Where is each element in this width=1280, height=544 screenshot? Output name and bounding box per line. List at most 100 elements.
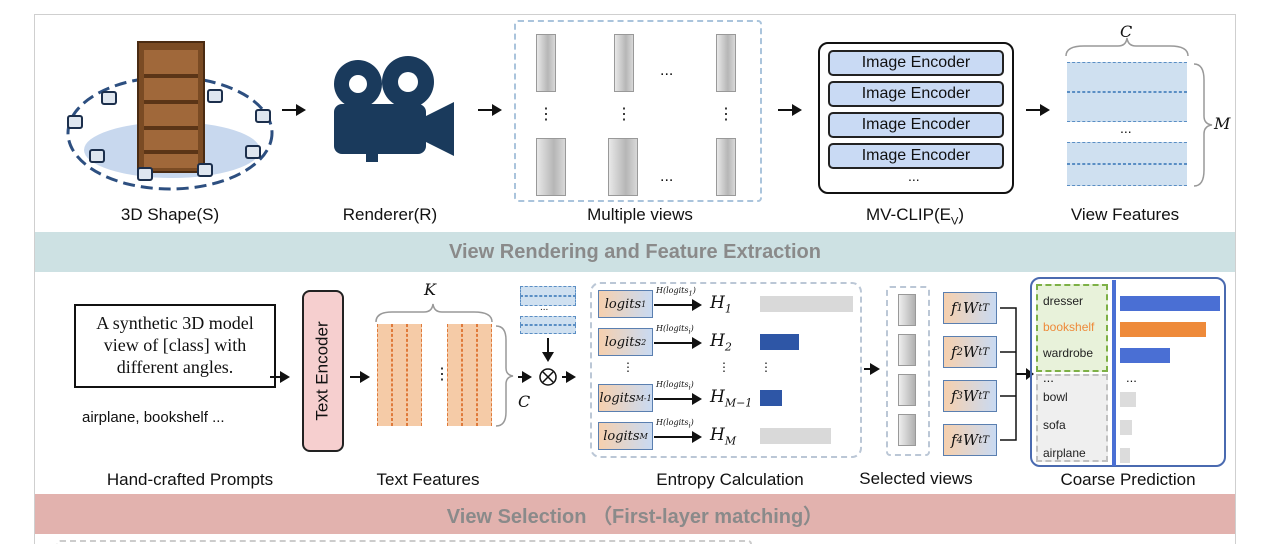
fw-sup: T: [982, 346, 990, 358]
class-score-bar: [1120, 392, 1136, 407]
entropy-function-close: ): [690, 324, 694, 333]
c-label-text: C: [518, 392, 531, 411]
entropy-value: H1: [710, 293, 732, 315]
fw-w-sub: t: [978, 302, 983, 314]
fw-w-sub: t: [978, 346, 983, 358]
fw-f: f: [950, 343, 957, 361]
mvclip-label-sub: V: [951, 215, 959, 228]
class-name: bookshelf: [1043, 320, 1095, 334]
logits-sub: M: [639, 431, 648, 441]
top-classes-box: [1036, 284, 1108, 372]
vdots: ⋮: [718, 106, 734, 123]
view-thumb: [536, 34, 556, 92]
ellipsis: ...: [908, 168, 920, 184]
selected-view-thumb: [898, 334, 916, 366]
arrow-shape-to-renderer: [282, 104, 306, 116]
prompt-box: A synthetic 3D model view of [class] wit…: [74, 304, 276, 388]
image-encoder: Image Encoder: [828, 112, 1004, 138]
renderer-label: Renderer(R): [342, 205, 438, 224]
entropy-box: [590, 282, 862, 458]
entropy-arrow: [654, 431, 702, 443]
vdots: ⋮: [538, 106, 554, 123]
fw-w: W: [962, 387, 979, 405]
mini-feature-row: [520, 296, 576, 306]
fw-f: f: [950, 299, 957, 317]
class-name: wardrobe: [1043, 346, 1094, 360]
image-encoder: Image Encoder: [828, 81, 1004, 107]
vdots: ⋮: [616, 106, 632, 123]
multiple-views-box: ... ⋮ ⋮ ⋮ ...: [514, 20, 762, 202]
entropy-arrow: [654, 299, 702, 311]
entropy-function-close: ): [690, 380, 694, 389]
entropy-function-sub: i: [688, 327, 691, 336]
shape-illustration: [66, 41, 274, 191]
fw-sup: T: [982, 302, 990, 314]
logits-sub: 2: [641, 337, 647, 347]
entropy-function-close: ): [692, 286, 696, 295]
logits-text: logits: [604, 296, 642, 312]
axis-line: [1112, 280, 1116, 466]
entropy-function-label: H(logitsi): [656, 324, 694, 336]
fw-w: W: [962, 299, 979, 317]
vdots: ⋮: [434, 366, 450, 383]
class-score-bar: [1120, 348, 1170, 363]
vdots: ⋮: [622, 360, 634, 374]
entropy-bar: [760, 428, 831, 444]
entropy-function-text: H(logits: [656, 380, 689, 389]
ellipsis: ...: [660, 168, 674, 185]
coarse-prediction-label: Coarse Prediction: [1060, 470, 1196, 489]
text-encoder-block: Text Encoder: [302, 290, 344, 452]
view-thumb: [716, 34, 736, 92]
entropy-function-text: H(logits: [656, 324, 689, 333]
mvclip-label-text: MV-CLIP(E: [865, 205, 951, 224]
entropy-h-sub: 1: [724, 302, 732, 316]
fw-f-sub: 3: [956, 390, 963, 402]
view-thumb: [536, 138, 566, 196]
mini-feature-row: [520, 286, 576, 296]
entropy-bar: [760, 390, 782, 406]
mvclip-label-close: ): [958, 205, 965, 224]
vdots: ⋮: [718, 360, 730, 374]
fw-f: f: [950, 431, 957, 449]
arrow-mvclip-to-features: [1026, 104, 1050, 116]
fw-f-sub: 1: [956, 302, 963, 314]
fw-f-sub: 4: [956, 434, 963, 446]
class-score-bar: [1120, 420, 1132, 435]
m-label: M: [1214, 114, 1231, 133]
entropy-h: H: [710, 387, 725, 407]
text-features-label: Text Features: [376, 470, 480, 489]
text-feature-col: [407, 324, 422, 426]
coarse-prediction-box: [1030, 277, 1226, 467]
c-label: C: [1120, 22, 1133, 41]
arrow-views-to-mvclip: [778, 104, 802, 116]
logits-text: logits: [604, 334, 642, 350]
prompts-label: Hand-crafted Prompts: [106, 470, 274, 489]
entropy-function-text: H(logits: [656, 286, 689, 295]
image-encoder: Image Encoder: [828, 50, 1004, 76]
fw-w-sub: t: [978, 390, 983, 402]
m-brace: [1193, 63, 1213, 187]
arrow-c-to-multiply: [518, 371, 532, 383]
entropy-h-sub: M−1: [724, 396, 753, 410]
selected-view-thumb: [898, 374, 916, 406]
entropy-value: HM: [710, 425, 736, 447]
entropy-arrow: [654, 393, 702, 405]
ellipsis: ...: [1126, 370, 1137, 385]
entropy-function-label: H(logitsi): [656, 380, 694, 392]
entropy-function-sub: i: [688, 383, 691, 392]
entropy-h: H: [710, 331, 725, 351]
figure-frame: [34, 14, 1236, 544]
ellipsis: ...: [1120, 120, 1132, 136]
view-thumb: [608, 138, 638, 196]
c-brace-vertical: [495, 325, 514, 427]
entropy-h-sub: M: [724, 434, 737, 448]
arrow-multiply-to-entropy: [562, 371, 576, 383]
k-label: K: [424, 280, 436, 299]
